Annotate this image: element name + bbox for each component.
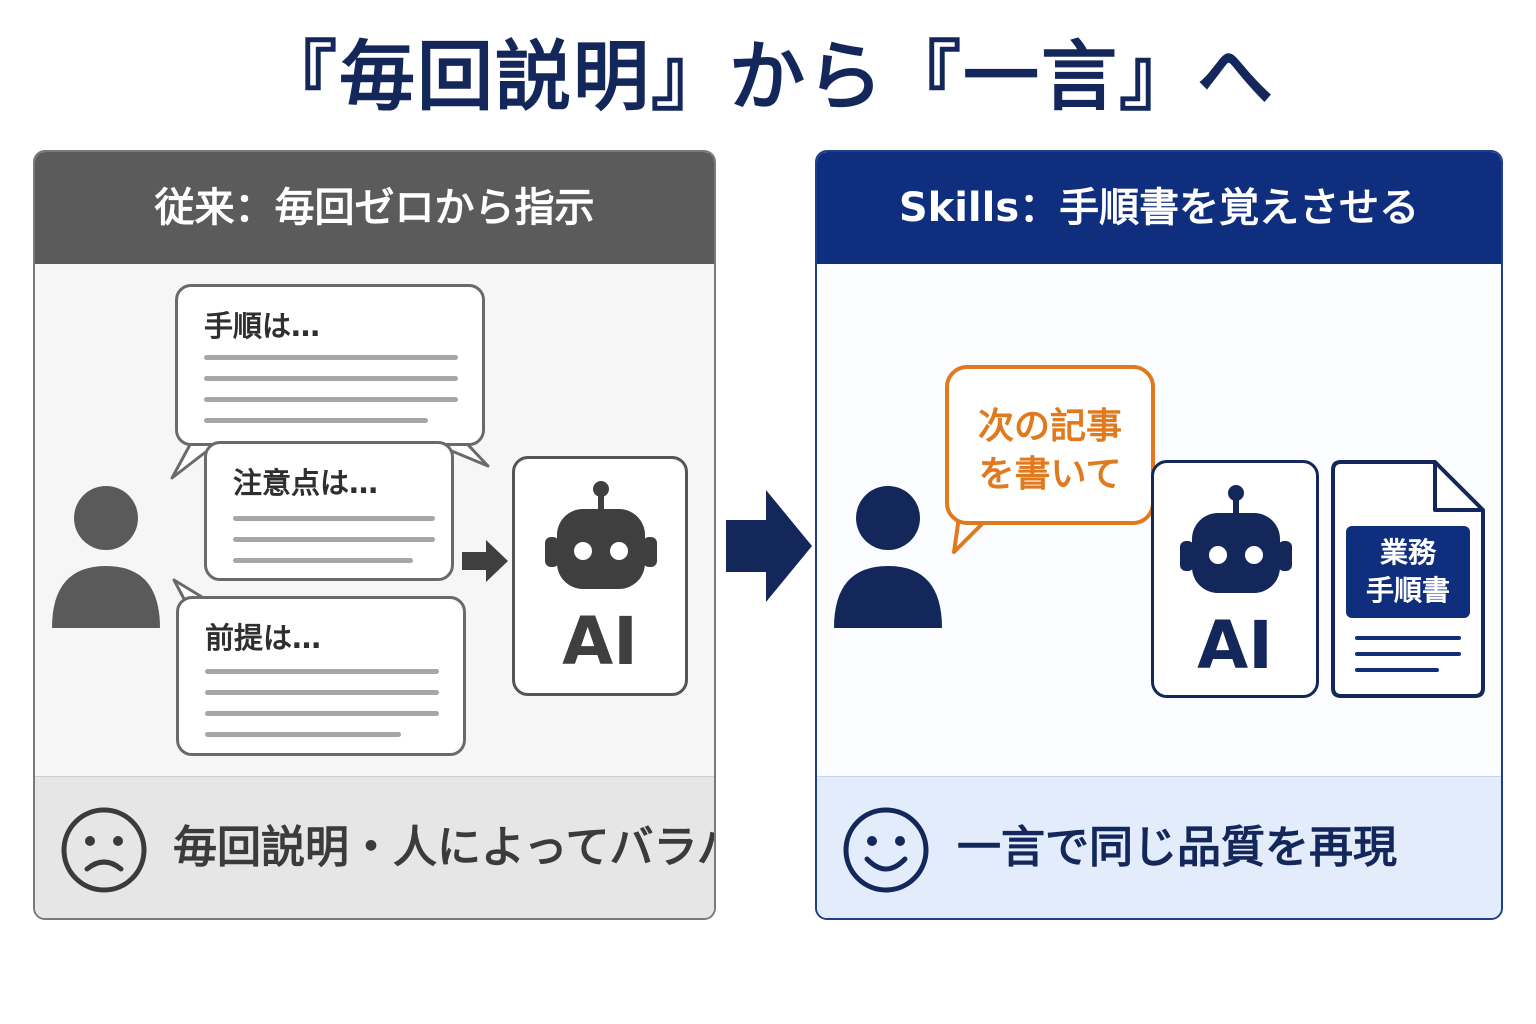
robot-icon <box>545 481 657 589</box>
right-panel-header: Skills：手順書を覚えさせる <box>817 152 1501 264</box>
text-line <box>204 376 458 381</box>
sad-face-icon <box>61 807 147 893</box>
doc-text-line <box>1355 668 1439 672</box>
left-panel-header: 従来：毎回ゼロから指示 <box>35 152 714 264</box>
instruction-bubble-cautions: 注意点は… <box>204 441 454 581</box>
doc-tag-line-2: 手順書 <box>1365 574 1450 607</box>
doc-text-line <box>1355 652 1461 656</box>
instruction-bubble-premises: 前提は… <box>176 596 466 756</box>
instruction-bubble-steps: 手順は… <box>175 284 485 446</box>
doc-title-tag: 業務 手順書 <box>1346 526 1470 618</box>
text-line <box>205 690 439 695</box>
bubble-label: 前提は… <box>205 621 322 655</box>
arrow-right-icon <box>462 540 508 582</box>
bubble-label: 注意点は… <box>233 466 379 500</box>
ai-label: AI <box>1197 607 1273 684</box>
smile-face-icon <box>843 807 929 893</box>
ai-card-left: AI <box>512 456 688 696</box>
left-panel-footer: 毎回説明・人によってバラバラ <box>35 776 714 918</box>
ai-card-right: AI <box>1151 460 1319 698</box>
text-line <box>233 537 435 542</box>
text-line <box>233 558 413 563</box>
doc-tag-line-1: 業務 <box>1379 536 1436 569</box>
text-line <box>204 418 428 423</box>
person-icon <box>52 486 160 628</box>
bubble-label: 手順は… <box>204 309 321 343</box>
arrow-right-icon <box>726 490 812 602</box>
left-footer-text: 毎回説明・人によってバラバラ <box>173 822 714 873</box>
text-line <box>205 669 439 674</box>
person-icon <box>834 486 942 628</box>
request-line-1: 次の記事 <box>977 406 1122 447</box>
text-line <box>205 732 401 737</box>
right-panel-footer: 一言で同じ品質を再現 <box>817 776 1501 918</box>
text-line <box>204 397 458 402</box>
robot-icon <box>1180 485 1292 593</box>
text-line <box>233 516 435 521</box>
request-text: 次の記事 を書いて <box>949 403 1151 499</box>
request-line-2: を書いて <box>978 454 1122 495</box>
doc-text-line <box>1355 636 1461 640</box>
request-bubble: 次の記事 を書いて <box>945 365 1155 525</box>
ai-label: AI <box>562 603 638 680</box>
text-line <box>204 355 458 360</box>
text-line <box>205 711 439 716</box>
right-footer-text: 一言で同じ品質を再現 <box>957 822 1397 873</box>
page-title: 『毎回説明』から『一言』へ <box>261 32 1275 121</box>
